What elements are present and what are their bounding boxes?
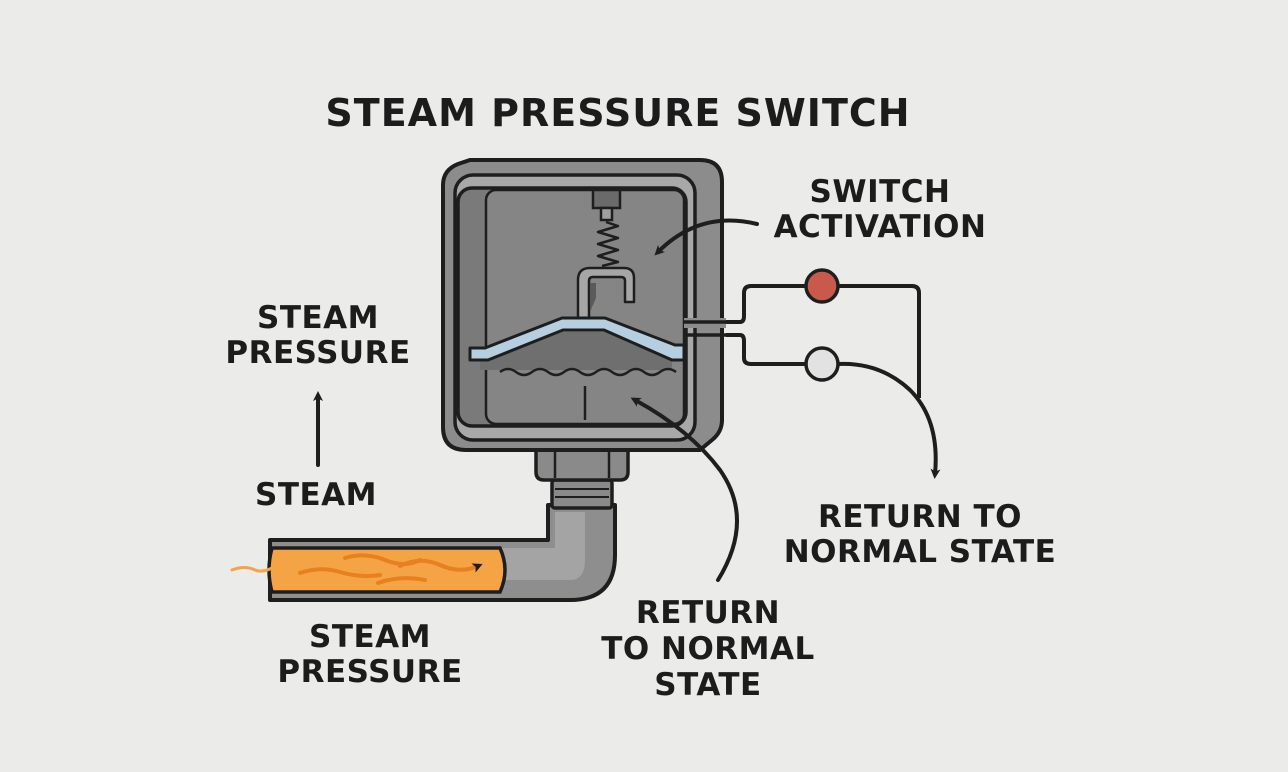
switch-activation-label: SWITCH ACTIVATION <box>760 175 1000 245</box>
steam-pressure-left-line-2: PRESSURE <box>225 335 411 371</box>
diagram-title: STEAM PRESSURE SWITCH <box>325 91 911 135</box>
steam-flow-cutaway <box>267 546 507 594</box>
steam-pressure-label-left: STEAM PRESSURE <box>218 301 418 371</box>
switch-activation-line-2: ACTIVATION <box>773 209 987 245</box>
steam-inlet-pipe <box>230 438 630 602</box>
normal-indicator-light <box>804 346 840 382</box>
steam-flow-waves <box>298 553 483 585</box>
return-right-line-1: RETURN TO <box>818 499 1022 535</box>
diaphragm <box>468 316 686 362</box>
steam-pressure-label-bottom: STEAM PRESSURE <box>270 620 470 690</box>
steam-chamber-waves <box>499 367 677 377</box>
spring <box>596 220 620 268</box>
activated-indicator-light <box>804 268 840 304</box>
return-right-line-2: NORMAL STATE <box>783 534 1057 570</box>
switch-mechanism <box>468 188 686 420</box>
wiring <box>726 284 941 479</box>
steam-label: STEAM <box>255 477 377 513</box>
diaphragm-shadow <box>480 332 672 370</box>
return-center-arrow <box>630 397 739 582</box>
return-center-line-1: RETURN <box>635 595 781 631</box>
return-center-line-2: TO NORMAL <box>601 631 815 667</box>
return-normal-label-center: RETURN TO NORMAL STATE <box>588 595 828 703</box>
switch-activation-arrow <box>654 218 759 256</box>
switch-activation-line-1: SWITCH <box>809 174 951 210</box>
steam-pressure-left-line-1: STEAM <box>257 300 379 336</box>
spring-mount <box>591 188 622 210</box>
steam-pressure-bottom-line-2: PRESSURE <box>277 654 463 690</box>
return-normal-label-right: RETURN TO NORMAL STATE <box>770 500 1070 570</box>
pipe-thread-collar <box>550 478 614 510</box>
steam-wisp <box>230 566 274 573</box>
steam-pressure-bottom-line-1: STEAM <box>309 619 431 655</box>
switch-contact <box>576 266 636 320</box>
spring-rod <box>599 206 614 222</box>
return-center-line-3: STATE <box>654 667 762 703</box>
